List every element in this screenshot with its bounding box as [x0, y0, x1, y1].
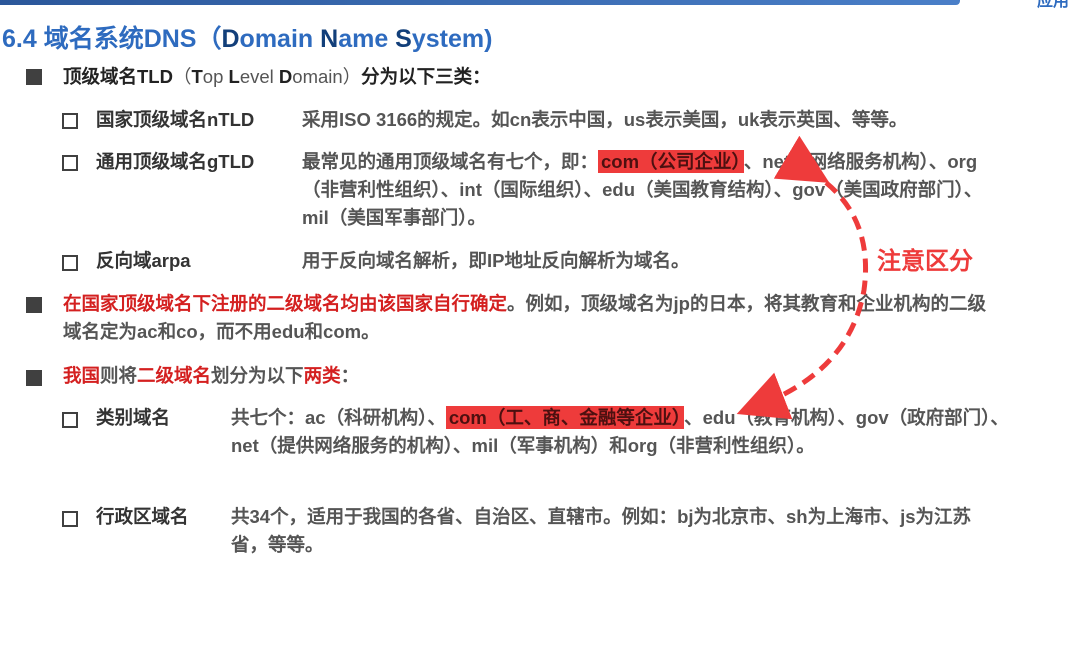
top-accent-bar [0, 0, 960, 5]
category-desc-before: 共七个：ac（科研机构）、 [231, 407, 446, 428]
title-prefix: 6.4 域名系统DNS（ [2, 25, 222, 53]
checkbox-gtld [62, 155, 78, 171]
gtld-com-highlight: com（公司企业） [598, 150, 744, 173]
category-desc: 共七个：ac（科研机构）、com（工、商、金融等企业）、edu（教育机构）、go… [231, 404, 1011, 460]
title-ystem: ystem) [411, 25, 493, 53]
title-ame: ame [338, 25, 396, 53]
category-label: 类别域名 [96, 407, 171, 428]
title-omain: omain [239, 25, 321, 53]
checkbox-category [62, 412, 78, 428]
china-t3: ： [340, 365, 360, 386]
title-d: D [221, 25, 240, 53]
china-red1: 我国 [63, 365, 101, 386]
title-n: N [320, 25, 339, 53]
tld-t: T [191, 66, 203, 87]
china-t1: 则将 [100, 365, 138, 386]
second-level-red: 在国家顶级域名下注册的二级域名均由该国家自行确定 [63, 293, 508, 314]
corner-tag: 应用 [1036, 0, 1069, 10]
checkbox-ntld [62, 113, 78, 129]
china-red3: 两类 [303, 365, 341, 386]
arpa-label: 反向域arpa [96, 250, 191, 271]
ntld-label: 国家顶级域名nTLD [96, 109, 255, 130]
checkbox-arpa [62, 255, 78, 271]
arpa-desc: 用于反向域名解析，即IP地址反向解析为域名。 [302, 250, 690, 271]
bullet-square [26, 370, 42, 386]
title-s: S [395, 25, 412, 53]
second-level-paragraph: 在国家顶级域名下注册的二级域名均由该国家自行确定。例如，顶级域名为jp的日本，将… [63, 290, 1003, 346]
note-label: 注意区分 [877, 248, 973, 275]
admin-label: 行政区域名 [96, 506, 189, 527]
tld-paren-open: （ [172, 66, 192, 87]
bullet-square [26, 69, 42, 85]
tld-d: D [278, 66, 293, 87]
tld-heading-line: 顶级域名TLD（Top Level Domain）分为以下三类： [63, 62, 491, 92]
tld-heading: 顶级域名TLD [63, 66, 173, 87]
china-heading-line: 我国则将二级域名划分为以下两类： [63, 361, 359, 391]
bullet-square [26, 297, 42, 313]
gtld-desc-before: 最常见的通用顶级域名有七个，即： [302, 151, 599, 172]
tld-suffix: 分为以下三类： [361, 66, 491, 87]
tld-l: L [228, 66, 240, 87]
gtld-desc: 最常见的通用顶级域名有七个，即：com（公司企业）、net（网络服务机构）、or… [302, 148, 1002, 232]
china-red2: 二级域名 [137, 365, 212, 386]
ntld-desc: 采用ISO 3166的规定。如cn表示中国，us表示美国，uk表示英国、等等。 [302, 109, 908, 130]
china-t2: 划分为以下 [211, 365, 304, 386]
admin-desc: 共34个，适用于我国的各省、自治区、直辖市。例如：bj为北京市、sh为上海市、j… [231, 506, 972, 555]
tld-op: op [202, 66, 229, 87]
tld-omain: omain） [292, 66, 362, 87]
category-com-highlight: com（工、商、金融等企业） [445, 406, 685, 429]
tld-evel: evel [239, 66, 279, 87]
slide-title: 6.4 域名系统DNS（Domain Name System) [2, 19, 492, 55]
checkbox-admin [62, 511, 78, 527]
gtld-label: 通用顶级域名gTLD [96, 151, 255, 172]
